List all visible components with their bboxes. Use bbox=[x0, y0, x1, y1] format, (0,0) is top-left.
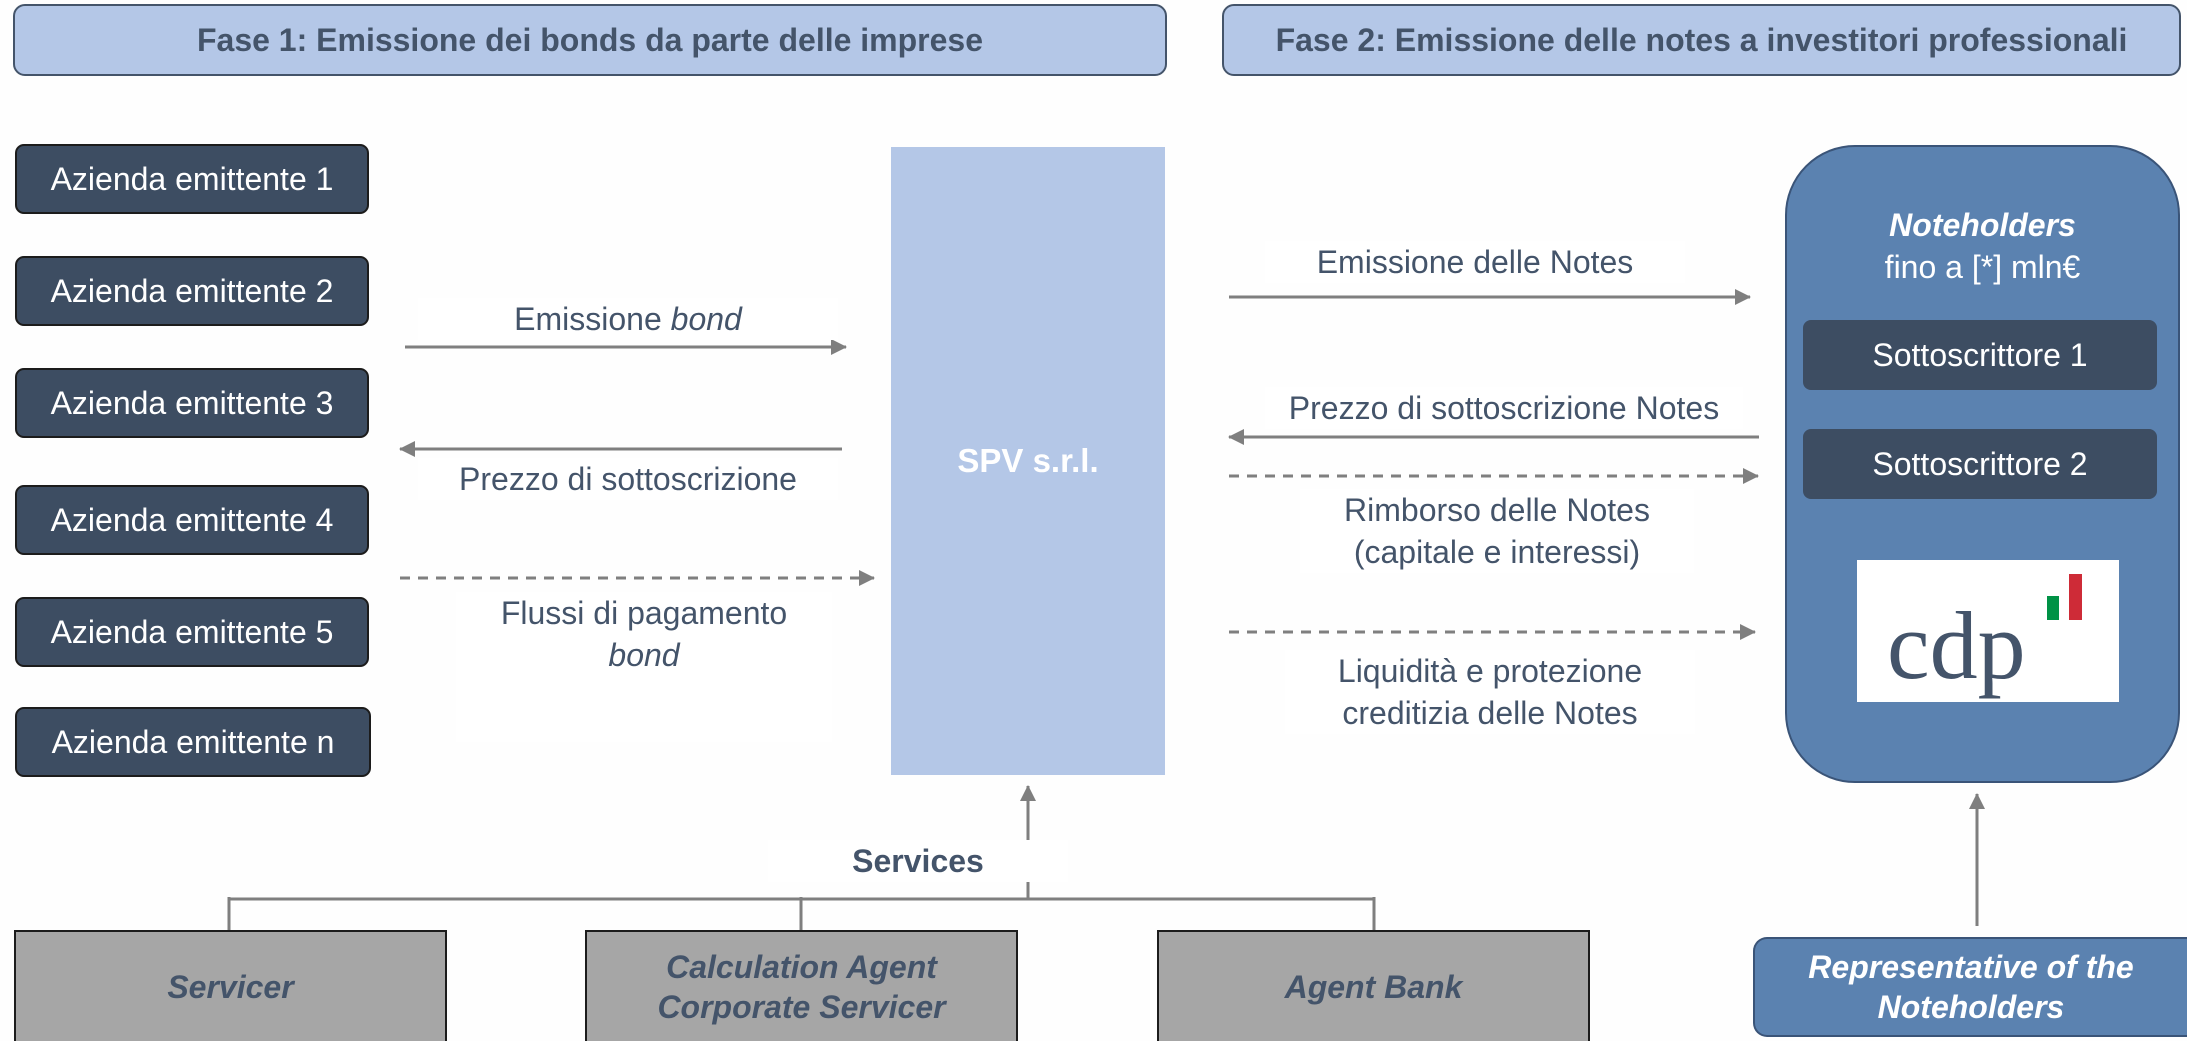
subscriber-label: Sottoscrittore 2 bbox=[1872, 445, 2088, 482]
noteholders-title-block: Noteholders fino a [*] mln€ bbox=[1785, 204, 2180, 288]
label-prezzo-text: Prezzo di sottoscrizione bbox=[459, 461, 797, 497]
calculation-agent-line1: Calculation Agent bbox=[666, 948, 937, 985]
phase-1-header: Fase 1: Emissione dei bonds da parte del… bbox=[13, 4, 1167, 76]
phase-2-title: Fase 2: Emissione delle notes a investit… bbox=[1275, 21, 2128, 58]
company-box-2: Azienda emittente 2 bbox=[15, 256, 369, 326]
label-prezzo-notes: Prezzo di sottoscrizione Notes bbox=[1265, 387, 1743, 429]
company-box-5: Azienda emittente 5 bbox=[15, 597, 369, 667]
label-flussi-line2: bond bbox=[608, 637, 680, 673]
company-box-4: Azienda emittente 4 bbox=[15, 485, 369, 555]
label-rimborso-notes: Rimborso delle Notes (capitale e interes… bbox=[1300, 489, 1694, 573]
phase-2-header: Fase 2: Emissione delle notes a investit… bbox=[1222, 4, 2181, 76]
servicer-label: Servicer bbox=[167, 968, 294, 1005]
spv-box: SPV s.r.l. bbox=[891, 147, 1165, 775]
label-emissione-italic: bond bbox=[670, 301, 742, 337]
representative-line1: Representative of the bbox=[1808, 949, 2134, 985]
label-prezzo-sottoscrizione: Prezzo di sottoscrizione bbox=[418, 458, 838, 500]
company-label: Azienda emittente n bbox=[51, 723, 335, 760]
services-label-text: Services bbox=[852, 843, 984, 879]
agent-bank-label: Agent Bank bbox=[1284, 968, 1463, 1005]
label-prezzo-notes-text: Prezzo di sottoscrizione Notes bbox=[1288, 390, 1720, 426]
label-emissione-bond: Emissione bond bbox=[418, 298, 838, 340]
representative-box: Representative of the Noteholders bbox=[1753, 937, 2187, 1037]
company-label: Azienda emittente 1 bbox=[50, 160, 334, 197]
label-liquidita-line1: Liquidità e protezione bbox=[1337, 653, 1643, 689]
label-emissione-notes: Emissione delle Notes bbox=[1265, 241, 1685, 283]
company-label: Azienda emittente 5 bbox=[50, 613, 334, 650]
company-box-3: Azienda emittente 3 bbox=[15, 368, 369, 438]
label-rimborso-line2: (capitale e interessi) bbox=[1353, 534, 1641, 570]
noteholders-title: Noteholders bbox=[1889, 207, 2076, 243]
calculation-agent-line2: Corporate Servicer bbox=[657, 988, 946, 1025]
calculation-agent-box: Calculation Agent Corporate Servicer bbox=[585, 930, 1018, 1041]
cdp-logo: cdp bbox=[1857, 560, 2119, 702]
phase-1-title: Fase 1: Emissione dei bonds da parte del… bbox=[196, 21, 984, 58]
label-flussi-pagamento: Flussi di pagamento bond bbox=[456, 592, 832, 742]
representative-line2: Noteholders bbox=[1877, 989, 2065, 1025]
noteholders-subtitle: fino a [*] mln€ bbox=[1884, 249, 2081, 285]
cdp-logo-icon: cdp bbox=[1887, 574, 2082, 699]
company-label: Azienda emittente 2 bbox=[50, 272, 334, 309]
cdp-logo-text: cdp bbox=[1887, 592, 2026, 699]
label-liquidita: Liquidità e protezione creditizia delle … bbox=[1285, 650, 1695, 734]
label-flussi-line1: Flussi di pagamento bbox=[500, 595, 788, 631]
company-box-n: Azienda emittente n bbox=[15, 707, 371, 777]
subscriber-label: Sottoscrittore 1 bbox=[1872, 336, 2088, 373]
label-rimborso-line1: Rimborso delle Notes bbox=[1344, 492, 1650, 528]
calculation-agent-text: Calculation Agent Corporate Servicer bbox=[657, 947, 945, 1027]
company-label: Azienda emittente 4 bbox=[50, 501, 334, 538]
representative-text: Representative of the Noteholders bbox=[1808, 947, 2133, 1027]
services-label: Services bbox=[768, 840, 1068, 882]
company-box-1: Azienda emittente 1 bbox=[15, 144, 369, 214]
label-emissione-notes-text: Emissione delle Notes bbox=[1316, 244, 1634, 280]
label-liquidita-line2: creditizia delle Notes bbox=[1342, 695, 1638, 731]
spv-label: SPV s.r.l. bbox=[957, 442, 1099, 479]
subscriber-box-2: Sottoscrittore 2 bbox=[1803, 429, 2157, 499]
servicer-box: Servicer bbox=[14, 930, 447, 1041]
subscriber-box-1: Sottoscrittore 1 bbox=[1803, 320, 2157, 390]
agent-bank-box: Agent Bank bbox=[1157, 930, 1590, 1041]
label-emissione-prefix: Emissione bbox=[514, 301, 671, 337]
company-label: Azienda emittente 3 bbox=[50, 384, 334, 421]
